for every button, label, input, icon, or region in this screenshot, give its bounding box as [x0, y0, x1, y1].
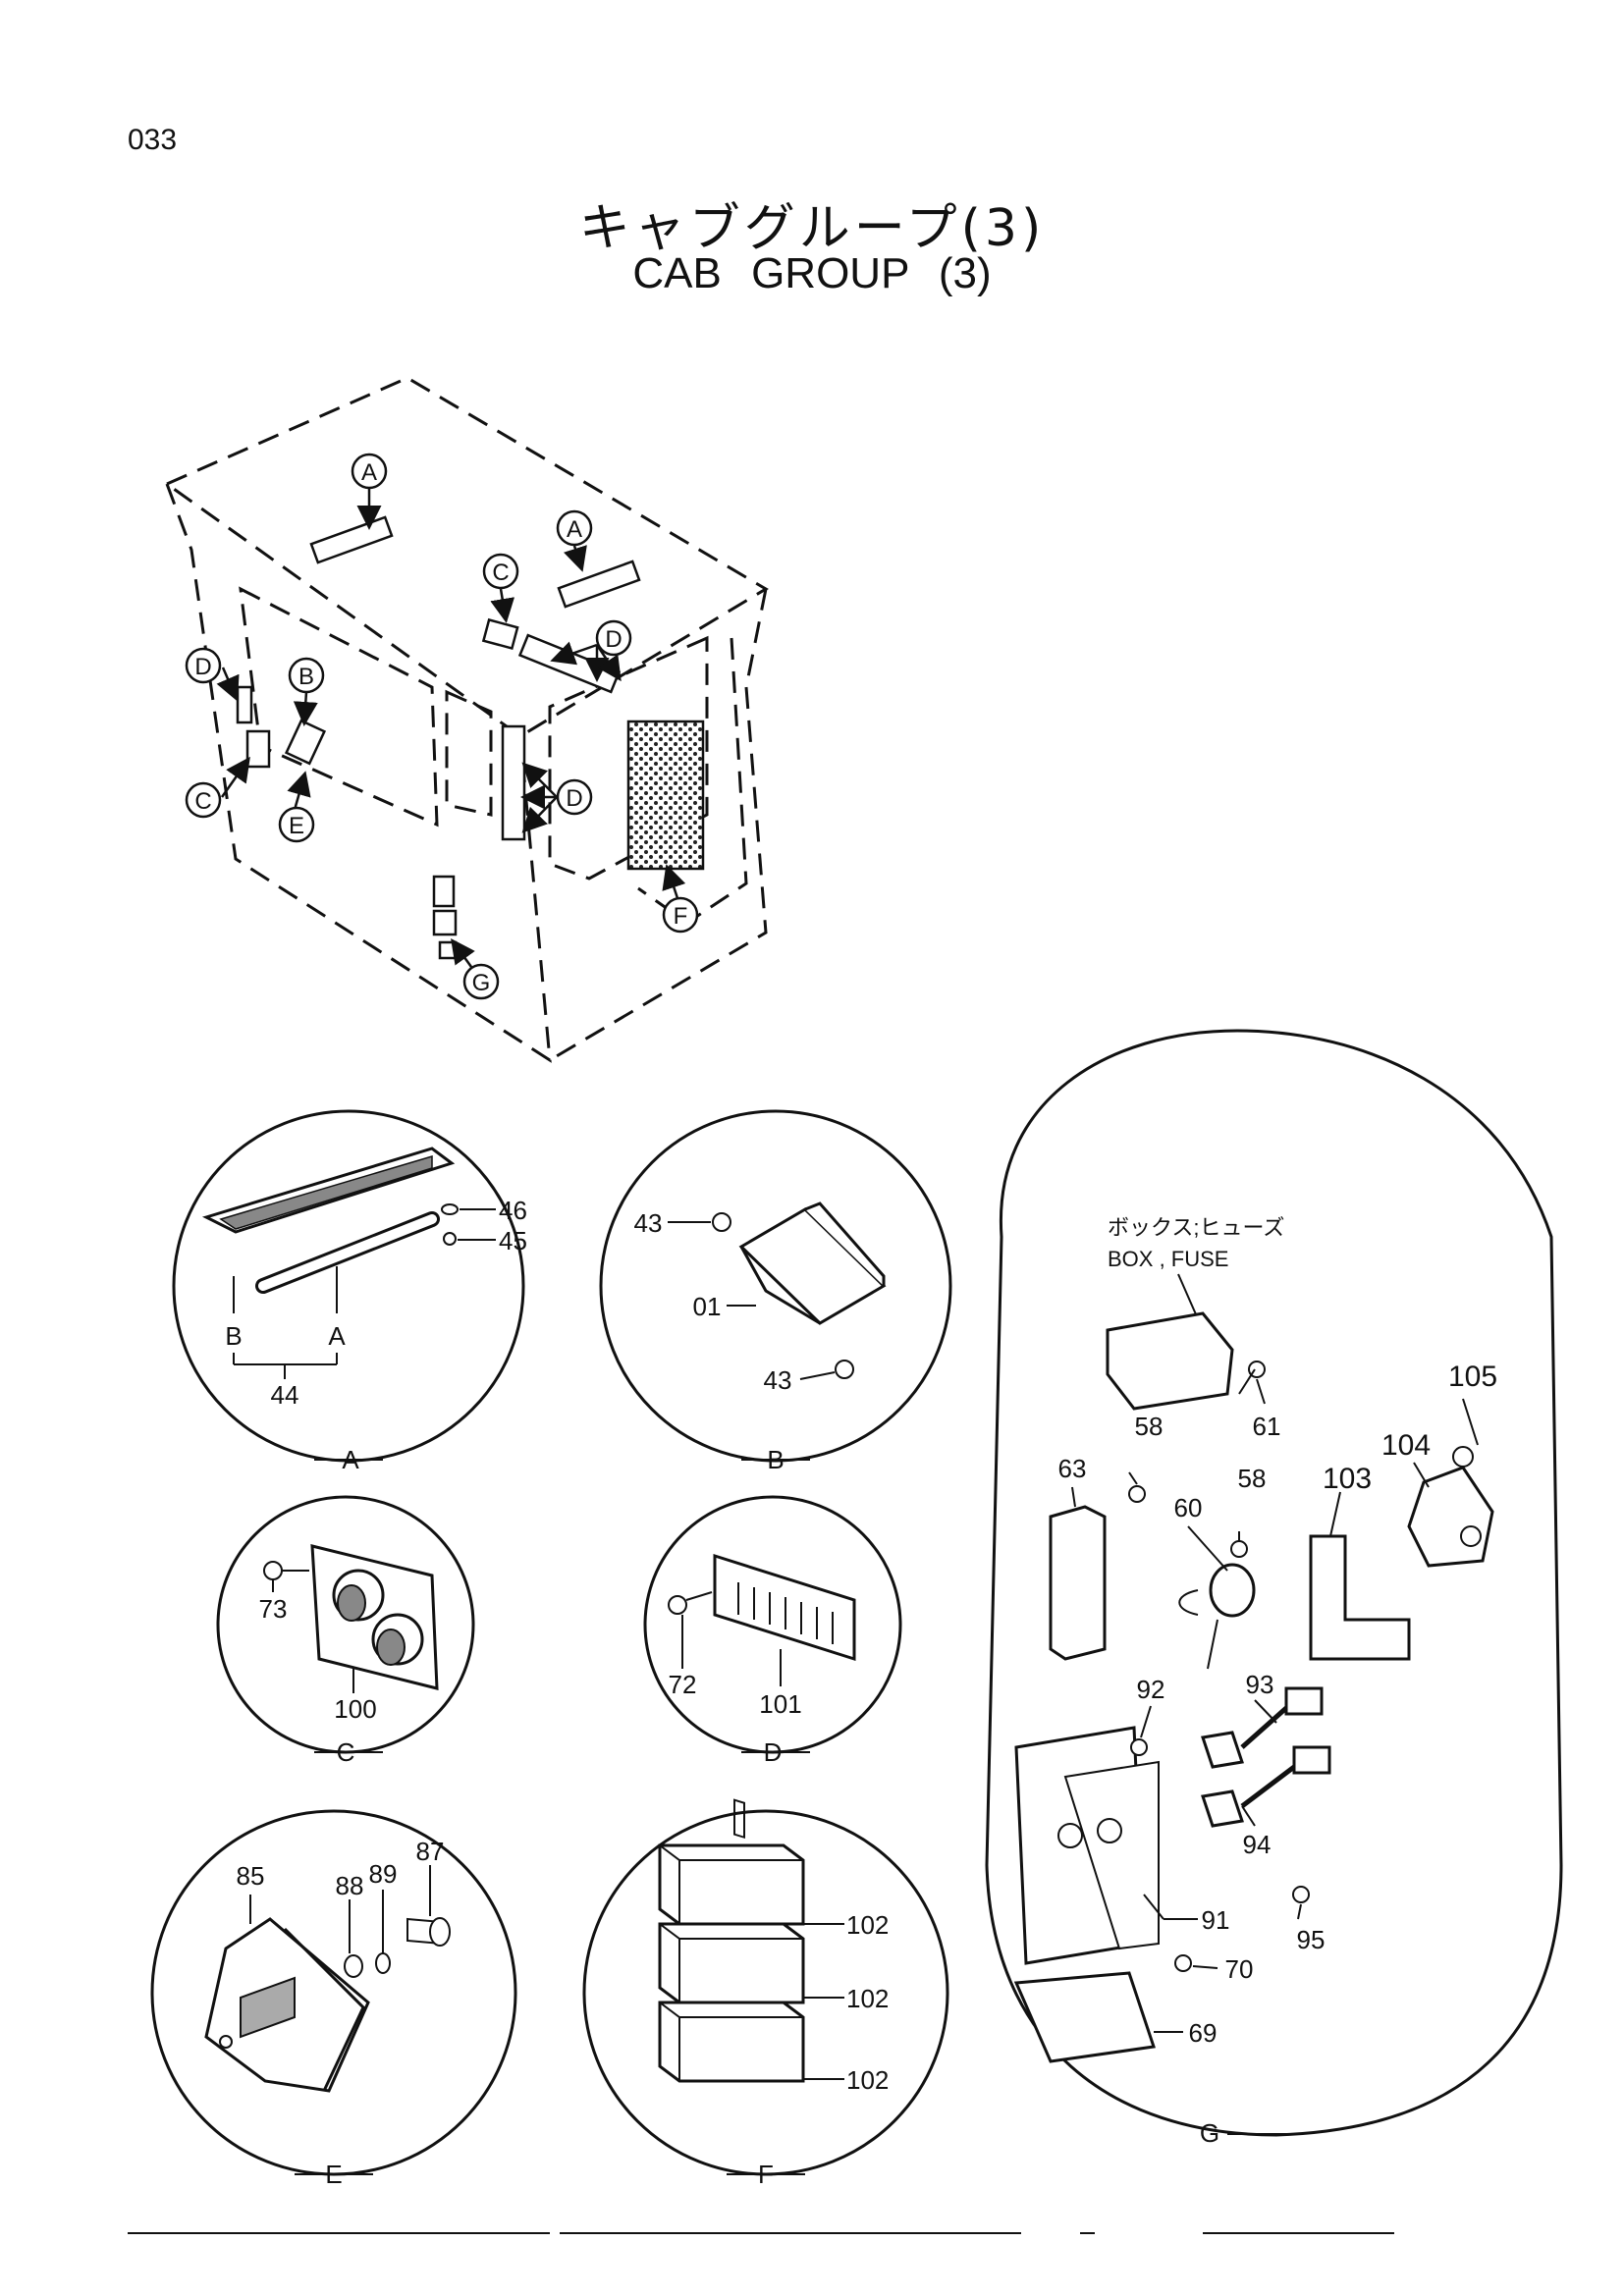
svg-text:F: F: [674, 903, 688, 930]
part-label-91: 91: [1202, 1905, 1230, 1935]
part-label-103: 103: [1323, 1463, 1372, 1495]
callout-d-1: D: [595, 619, 632, 657]
callout-e: E: [278, 806, 315, 843]
callout-f: F: [662, 896, 699, 934]
part-label-102-c: 102: [846, 2065, 889, 2095]
svg-text:B: B: [298, 664, 314, 690]
detail-f: 102 102 102 F: [582, 1809, 949, 2189]
fuse-box-label-en: BOX , FUSE: [1108, 1247, 1228, 1271]
svg-text:D: D: [605, 626, 622, 653]
detail-letter-e: E: [325, 2160, 342, 2189]
svg-text:C: C: [194, 788, 211, 815]
detail-d: 72 101 D: [643, 1495, 902, 1840]
part-label-94: 94: [1243, 1830, 1272, 1859]
svg-text:D: D: [194, 654, 211, 680]
detail-letter-f: F: [758, 2160, 774, 2189]
svg-text:A: A: [567, 516, 582, 543]
part-label-60: 60: [1174, 1493, 1203, 1522]
part-label-58-a: 58: [1135, 1412, 1164, 1441]
part-label-70: 70: [1225, 1954, 1254, 1984]
detail-letter-c: C: [337, 1737, 355, 1767]
part-label-45: 45: [499, 1226, 527, 1255]
fuse-box-label-jp: ボックス;ヒューズ: [1108, 1215, 1284, 1240]
part-label-46: 46: [499, 1196, 527, 1225]
detail-c: 73 100 C: [216, 1495, 475, 1767]
label-b: B: [225, 1321, 242, 1351]
part-label-43-bottom: 43: [764, 1365, 792, 1395]
part-label-105: 105: [1448, 1361, 1497, 1393]
part-label-88: 88: [336, 1871, 364, 1900]
part-label-102-a: 102: [846, 1910, 889, 1940]
callout-a-2: A: [556, 509, 593, 547]
cab-components: [236, 515, 705, 960]
part-label-104: 104: [1381, 1429, 1431, 1462]
part-label-89: 89: [369, 1859, 398, 1889]
detail-b: 43 01 43 B: [599, 1109, 952, 1474]
svg-text:D: D: [566, 785, 582, 812]
svg-text:C: C: [492, 560, 509, 586]
part-label-95: 95: [1297, 1925, 1326, 1954]
callout-c-2: C: [185, 781, 222, 819]
part-label-43-top: 43: [634, 1208, 663, 1238]
page-title-english: CAB GROUP (3): [632, 249, 992, 297]
callout-g: G: [462, 963, 500, 1000]
detail-g: ボックス;ヒューズ BOX , FUSE: [985, 1029, 1563, 2148]
part-label-63: 63: [1058, 1454, 1087, 1483]
part-label-100: 100: [334, 1694, 376, 1724]
part-label-58-b: 58: [1238, 1464, 1267, 1493]
part-label-101: 101: [759, 1689, 801, 1719]
detail-a: 46 45 B A 44 A: [172, 1109, 527, 1474]
detail-letter-a: A: [342, 1445, 359, 1474]
part-label-73: 73: [259, 1594, 288, 1624]
page-number: 033: [128, 124, 178, 156]
label-a: A: [328, 1321, 346, 1351]
part-label-72: 72: [669, 1670, 697, 1699]
part-label-61: 61: [1253, 1412, 1281, 1441]
callout-d-3: D: [185, 647, 222, 684]
svg-text:G: G: [472, 970, 491, 996]
svg-text:E: E: [289, 813, 304, 839]
part-label-01: 01: [693, 1292, 722, 1321]
cab-callouts: A A C D D D B C E F G: [185, 453, 699, 1000]
part-label-102-b: 102: [846, 1984, 889, 2013]
part-label-85: 85: [237, 1861, 265, 1891]
callout-a-1: A: [351, 453, 388, 490]
detail-letter-b: B: [767, 1445, 784, 1474]
callout-d-2: D: [556, 778, 593, 816]
page-title-japanese: キャブグループ(3): [578, 199, 1046, 258]
detail-e: 85 88 89 87 E: [150, 1809, 517, 2189]
callout-c-1: C: [482, 553, 519, 590]
cab-overview: [163, 376, 769, 1063]
part-label-93: 93: [1246, 1670, 1274, 1699]
cab-callout-leaders: [216, 488, 686, 968]
part-label-87: 87: [416, 1837, 445, 1866]
part-label-44: 44: [271, 1380, 299, 1410]
detail-letter-g: G: [1200, 2118, 1219, 2148]
svg-text:A: A: [361, 459, 377, 486]
detail-letter-d: D: [764, 1737, 783, 1767]
callout-b: B: [288, 657, 325, 694]
part-label-69: 69: [1189, 2018, 1218, 2048]
part-label-92: 92: [1137, 1675, 1165, 1704]
